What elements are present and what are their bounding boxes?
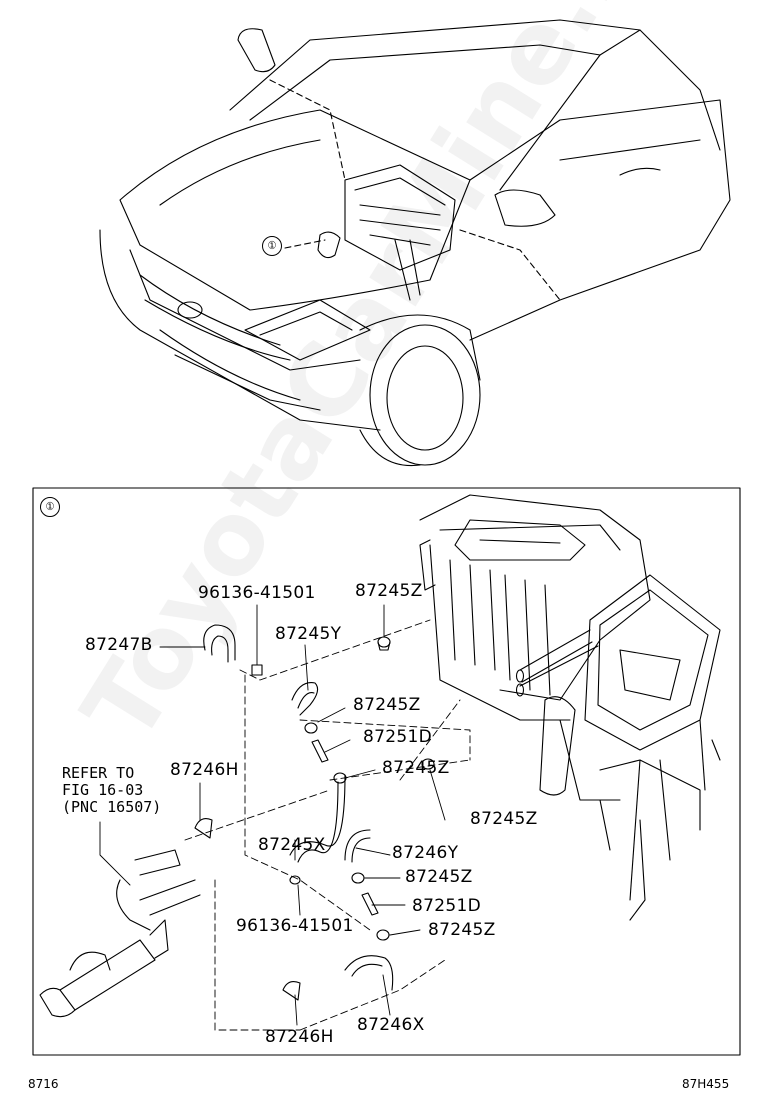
dashed-guides [184,619,471,1031]
part-label-96136-41501[interactable]: 96136-41501 [236,916,354,936]
part-label-87251D[interactable]: 87251D [363,727,432,747]
part-label-87251D[interactable]: 87251D [412,896,481,916]
callout-marker-overview: ① [262,236,282,256]
part-label-87245Z[interactable]: 87245Z [405,867,473,887]
part-label-87246X[interactable]: 87246X [357,1015,425,1035]
part-label-87245Z[interactable]: 87245Z [355,581,423,601]
heater-unit [419,494,721,921]
part-label-96136-41501[interactable]: 96136-41501 [198,583,316,603]
part-label-87246H[interactable]: 87246H [265,1027,334,1047]
reference-note[interactable]: REFER TO FIG 16-03 (PNC 16507) [62,764,162,816]
part-label-87245X[interactable]: 87245X [258,835,326,855]
footer-illustration-code: 87H455 [682,1077,730,1091]
part-label-87246Y[interactable]: 87246Y [392,843,459,863]
part-label-87246H[interactable]: 87246H [170,760,239,780]
vehicle-overview [99,19,731,467]
part-label-87247B[interactable]: 87247B [85,635,153,655]
part-label-87245Z[interactable]: 87245Z [353,695,421,715]
part-label-87245Z[interactable]: 87245Z [470,809,538,829]
leader-lines [99,604,446,1026]
part-label-87245Z[interactable]: 87245Z [382,758,450,778]
part-label-87245Z[interactable]: 87245Z [428,920,496,940]
part-label-87245Y[interactable]: 87245Y [275,624,342,644]
hose-parts [39,624,435,1018]
footer-figure-number: 8716 [28,1077,59,1091]
detail-frame [32,487,741,1056]
callout-marker-detail: ① [40,497,60,517]
